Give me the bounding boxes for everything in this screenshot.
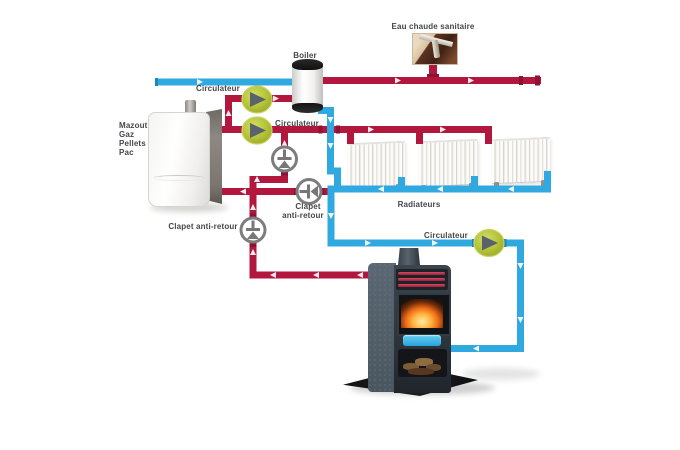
label-eau-chaude-sanitaire: Eau chaude sanitaire [391,22,475,31]
label-clapet-b-line1: Clapet [295,202,321,211]
label-fuel-pac: Pac [119,148,134,157]
floor-shadow [462,368,540,380]
wall-boiler-groove [153,175,205,181]
label-fuel-mazout: Mazout [119,121,148,130]
dhw-tank-top-cap [292,59,323,70]
faucet-photo [412,33,458,65]
label-fuel-gaz: Gaz [119,130,135,139]
dhw-tank-bottom-cap [292,103,323,113]
check-valve-a-icon [271,145,298,173]
stove-vent-bar [398,277,445,281]
pipe-radiator1-return-stub [398,177,405,189]
wall-boiler-side [206,109,222,204]
pipe-radiator1-feed [347,126,354,144]
flow-arrows [197,77,524,352]
pipe-boiler-return [219,188,331,195]
pipe-tank-drop [327,107,334,172]
circulator-pump-3-icon [473,228,505,258]
stove-vent-grille [396,269,448,290]
label-boiler-tank: Boiler [293,51,317,60]
stove-log [408,368,434,375]
pipe-dhw-tap-stub [429,59,437,79]
pipe-stove-inlet [445,345,524,352]
stove-photo [343,248,478,396]
stove-log [426,364,441,371]
label-clapet-b-line2: anti-retour [282,211,324,220]
stove-side-panel [368,263,396,392]
dhw-tank-body [292,65,323,106]
pipe-radiator2-feed [416,126,423,144]
label-radiateurs: Radiateurs [397,200,441,209]
pipe-stove-loop-top [327,239,524,247]
stove-chimney [398,248,420,265]
circulator-pump-1-icon [241,85,273,114]
label-circulateur-3: Circulateur [424,231,468,240]
pipe-dhw-distribution [322,77,541,84]
check-valve-c-icon [239,216,267,244]
pipe-step-drop [334,167,341,192]
stove-log [403,363,419,370]
wall-boiler-flue [185,100,196,113]
pipe-radiator2-return-stub [471,176,478,189]
boiler-shadow [150,203,228,212]
pipe-cold-inlet [155,78,295,86]
stove-log-compartment [398,349,447,377]
stove-log [415,358,433,366]
circulator-pump-2-icon [241,116,273,145]
pipe-radiator3-feed [485,126,492,144]
label-fuel-list: Mazout Gaz Pellets Pac [119,121,147,157]
pipe-stove-outlet [249,271,375,279]
label-clapet-c: Clapet anti-retour [168,222,238,231]
pipe-radiator3-return-stub [544,171,551,189]
pipe-heating-supply [219,126,492,133]
label-circulateur-1: Circulateur [196,84,240,93]
label-fuel-pellets: Pellets [119,139,146,148]
label-circulateur-2: Circulateur [275,119,319,128]
check-valve-b-icon [295,178,323,205]
stove-vent-bar [398,271,445,275]
stove-blue-badge [403,335,441,346]
stove-flame [401,299,443,328]
pipe-stove-loop-right [517,239,524,352]
pipe-jog [251,176,288,183]
pipe-tank-stub [318,107,334,114]
wall-boiler-front [148,112,210,207]
stove-window [397,293,451,336]
stove-vent-bar [398,283,445,287]
